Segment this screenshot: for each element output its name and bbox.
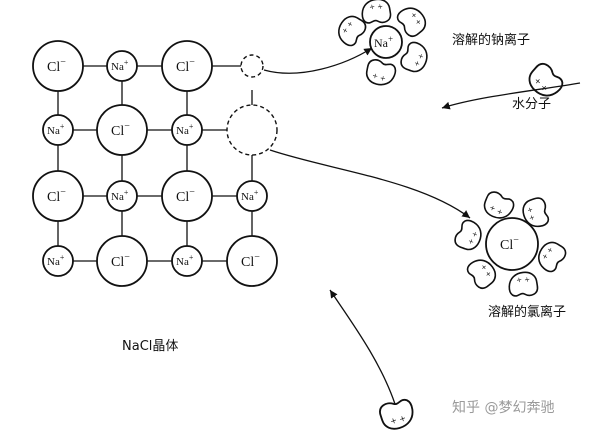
dissolved-chloride-ion <box>485 217 539 271</box>
sodium-ion <box>171 245 203 277</box>
water-molecule-icon <box>364 57 398 88</box>
water-molecule-icon <box>398 39 432 76</box>
chloride-leaving-arrow <box>269 149 471 219</box>
chloride-labels: Cl− Cl− Cl− Cl− Cl− Cl− Cl− <box>47 57 260 270</box>
water-molecule-icon <box>376 395 419 434</box>
hydrated-sodium-cluster: Na+ <box>332 0 432 88</box>
watermark-text: 知乎 @梦幻奔驰 <box>452 399 554 416</box>
sodium-ion <box>106 180 138 212</box>
lattice-chloride-ions <box>32 40 278 287</box>
water-molecule-icon <box>523 59 568 104</box>
chloride-ion <box>32 40 84 92</box>
bottom-water-molecule-group <box>329 289 419 434</box>
sodium-ion <box>236 180 268 212</box>
sodium-labels: Na+ Na+ Na+ Na+ Na+ Na+ Na+ <box>47 58 259 268</box>
sodium-label: Na+ <box>47 253 65 268</box>
chloride-label: Cl− <box>111 121 130 139</box>
hydrated-chloride-cluster: Cl− <box>452 189 570 300</box>
chloride-label: Cl− <box>111 252 130 270</box>
water-downward-arrow <box>329 289 396 405</box>
crystal-caption: NaCl晶体 <box>122 339 178 354</box>
chloride-ion <box>32 170 84 222</box>
dissolved-chloride-caption: 溶解的氯离子 <box>488 304 566 320</box>
lattice-bonds <box>57 65 253 262</box>
water-molecule-icon <box>359 0 393 27</box>
chloride-label: Cl− <box>241 252 260 270</box>
sodium-label: Na+ <box>47 122 65 137</box>
chloride-ion <box>96 235 148 287</box>
sodium-label: Na+ <box>241 188 259 203</box>
water-molecule-caption: 水分子 <box>512 97 551 112</box>
vacancy-sites <box>226 54 278 156</box>
chloride-ion <box>161 170 213 222</box>
free-water-molecule-group <box>441 59 581 110</box>
sodium-ion <box>171 114 203 146</box>
vacancy-sodium-site <box>240 54 264 78</box>
sodium-label: Na+ <box>176 253 194 268</box>
water-molecule-icon <box>506 269 540 300</box>
sodium-label: Na+ <box>176 122 194 137</box>
dissolved-sodium-label: Na+ <box>374 34 393 50</box>
chloride-ion <box>96 104 148 156</box>
chloride-label: Cl− <box>176 187 195 205</box>
sodium-ion <box>42 245 74 277</box>
sodium-label: Na+ <box>111 58 129 73</box>
dissolved-sodium-ion <box>369 25 403 59</box>
chloride-ion <box>226 235 278 287</box>
chloride-label: Cl− <box>47 187 66 205</box>
sodium-label: Na+ <box>111 188 129 203</box>
chloride-label: Cl− <box>176 57 195 75</box>
chloride-ion <box>161 40 213 92</box>
water-approach-arrow <box>441 82 581 110</box>
lattice-sodium-ions <box>42 50 268 277</box>
vacancy-chloride-site <box>226 104 278 156</box>
dissolved-sodium-caption: 溶解的钠离子 <box>452 32 530 48</box>
sodium-ion <box>106 50 138 82</box>
chloride-label: Cl− <box>47 57 66 75</box>
dissolved-chloride-label: Cl− <box>500 235 519 253</box>
water-molecule-icon <box>452 217 486 254</box>
sodium-ion <box>42 114 74 146</box>
sodium-leaving-arrow <box>263 47 373 74</box>
